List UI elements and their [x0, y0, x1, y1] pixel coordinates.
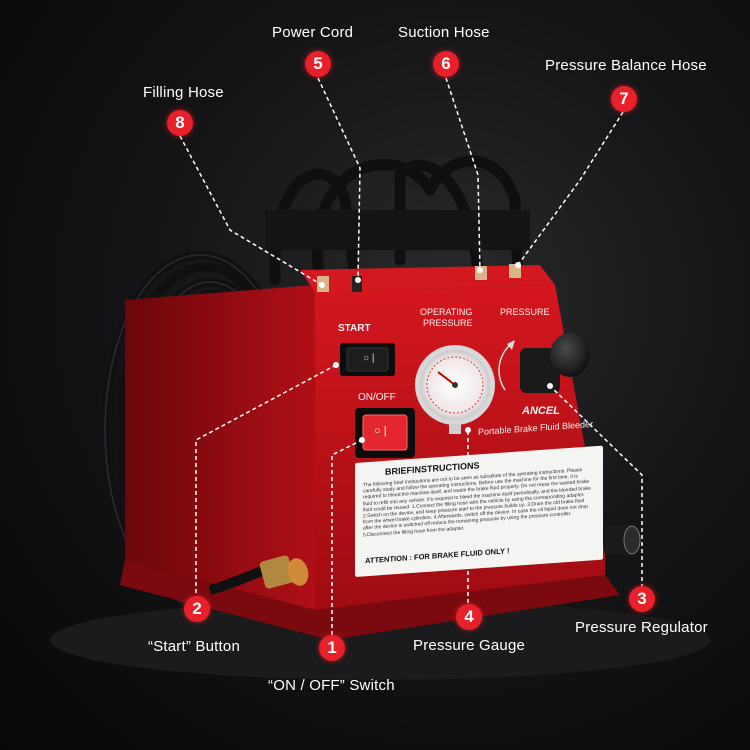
callout-badge-7: 7	[611, 86, 637, 112]
pressure-gauge	[415, 345, 495, 434]
instruction-sticker: BRIEFINSTRUCTIONS The following brief in…	[355, 445, 603, 577]
callout-badge-4: 4	[456, 604, 482, 630]
brass-coupler	[208, 555, 309, 595]
leader-line-8	[179, 135, 323, 286]
top-handle-bracket	[265, 210, 530, 250]
instructions-body: The following brief instructions are not…	[363, 467, 591, 539]
callout-badge-8: 8	[167, 110, 193, 136]
start-button	[346, 347, 389, 372]
leader-endpoints	[319, 262, 553, 443]
side-fitting	[605, 525, 641, 555]
leader-line-5	[317, 77, 361, 281]
onoff-switch-glyph: ○ |	[374, 425, 387, 437]
callout-label-filling-hose: Filling Hose	[143, 84, 224, 101]
leader-line-3	[549, 385, 643, 588]
body-top	[300, 265, 555, 292]
callout-label-power-cord: Power Cord	[272, 24, 354, 41]
callout-badge-3: 3	[629, 586, 655, 612]
start-button-glyph: ○ |	[363, 353, 375, 364]
start-label: START	[338, 323, 371, 334]
onoff-label: ON/OFF	[358, 392, 396, 403]
operating-pressure-label-2: PRESSURE	[423, 318, 473, 328]
floor-shadow	[50, 600, 710, 680]
callout-label-onoff-switch: “ON / OFF” Switch	[268, 677, 395, 694]
pressure-regulator-knob	[498, 333, 590, 393]
callout-label-pressure-gauge: Pressure Gauge	[413, 637, 526, 654]
callout-label-suction-hose: Suction Hose	[398, 24, 490, 41]
body-side-panel	[125, 285, 315, 610]
pressure-knob-label: PRESSURE	[500, 307, 550, 317]
callout-label-start-button: “Start” Button	[148, 638, 241, 655]
body-base	[120, 560, 620, 640]
callout-label-pressure-regulator: Pressure Regulator	[575, 619, 708, 636]
brand-logo: ANCEL	[522, 405, 560, 417]
onoff-switch	[362, 414, 408, 451]
instructions-attention: ATTENTION : FOR BRAKE FLUID ONLY !	[365, 546, 510, 566]
callout-badge-1: 1	[319, 635, 345, 661]
leader-line-7	[517, 111, 624, 266]
callout-label-pressure-balance-hose: Pressure Balance Hose	[545, 57, 707, 74]
callout-badge-2: 2	[184, 596, 210, 622]
callout-badge-6: 6	[433, 51, 459, 77]
callout-badge-5: 5	[305, 51, 331, 77]
operating-pressure-label-1: OPERATING	[420, 307, 473, 317]
